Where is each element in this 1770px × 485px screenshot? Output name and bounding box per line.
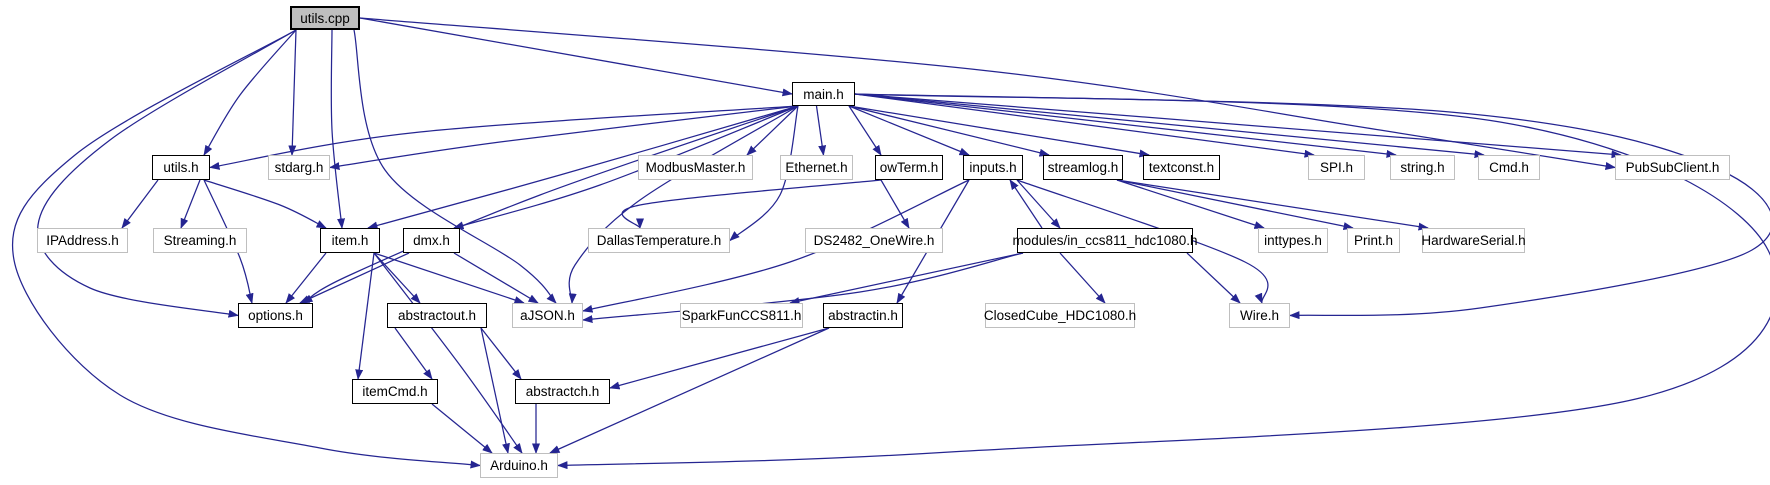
edge-item-h-to-options-h (285, 252, 327, 304)
edge-item-h-to-itemCmd-h (355, 252, 375, 380)
edge-main-h-to-Cmd-h (854, 93, 1485, 159)
edge-dmx-h-to-options-h (299, 252, 410, 304)
edge-main-h-to-Wire-h (854, 93, 1770, 320)
edge-main-h-to-ModbusMaster-h (746, 105, 799, 156)
edge-utils-h-to-item-h (203, 179, 327, 229)
graph-node-ipaddress-h[interactable]: IPAddress.h (37, 228, 128, 253)
graph-node-main-h[interactable]: main.h (792, 82, 855, 106)
edge-streamlog-h-to-HardwareSerial-h (1116, 179, 1429, 231)
edge-main-h-to-SPI-h (854, 93, 1315, 158)
graph-node-utils-h[interactable]: utils.h (152, 155, 210, 180)
graph-node-ajson-h[interactable]: aJSON.h (512, 303, 583, 328)
edge-utils-cpp-to-utils-h (203, 29, 297, 156)
graph-node-options-h[interactable]: options.h (238, 303, 313, 328)
edge-main-h-to-owTerm-h (848, 105, 882, 156)
graph-node-dallastemperature-h[interactable]: DallasTemperature.h (588, 228, 730, 253)
graph-node-string-h[interactable]: string.h (1390, 155, 1455, 180)
graph-node-pubsubclient-h[interactable]: PubSubClient.h (1615, 155, 1730, 180)
graph-node-arduino-h[interactable]: Arduino.h (480, 453, 558, 478)
graph-node-abstractch-h[interactable]: abstractch.h (515, 379, 610, 404)
graph-node-streamlog-h[interactable]: streamlog.h (1043, 155, 1123, 180)
graph-node-modbusmaster-h[interactable]: ModbusMaster.h (638, 155, 753, 180)
edge-abstractin-h-to-abstractch-h (609, 327, 830, 390)
edge-streamlog-h-to-inttypes-h (1116, 179, 1265, 229)
edge-utils-cpp-to-Arduino-h (12, 29, 481, 469)
edge-inputs-h-to-modules (1016, 179, 1061, 229)
graph-node-utils-cpp[interactable]: utils.cpp (290, 6, 360, 30)
edge-owTerm-h-to-DS2482-OneWire-h (880, 179, 910, 229)
edge-inputs-h-to-Wire-h (1016, 179, 1269, 304)
graph-node-abstractin-h[interactable]: abstractin.h (823, 303, 903, 328)
graph-node-inputs-h[interactable]: inputs.h (963, 155, 1023, 180)
edge-streamlog-h-to-Print-h (1116, 179, 1354, 231)
edge-main-h-to-Ethernet-h (815, 105, 827, 156)
edge-utils-h-to-Streaming-h (180, 179, 201, 229)
graph-node-streaming-h[interactable]: Streaming.h (153, 228, 247, 253)
edge-utils-h-to-options-h (203, 179, 254, 304)
graph-node-owterm-h[interactable]: owTerm.h (875, 155, 943, 180)
graph-node-ds2482-onewire-h[interactable]: DS2482_OneWire.h (805, 228, 943, 253)
graph-node-sparkfunccs811-h[interactable]: SparkFunCCS811.h (680, 303, 803, 328)
graph-node-textconst-h[interactable]: textconst.h (1143, 155, 1220, 180)
edge-utils-cpp-to-aJSON-h (353, 29, 557, 304)
graph-node-modules[interactable]: modules/in_ccs811_hdc1080.h (1012, 228, 1198, 253)
edge-main-h-to-textconst-h (848, 105, 1150, 158)
edge-modules-to-inputs-h (1009, 179, 1043, 229)
edge-utils-cpp-to-stdarg-h (288, 29, 297, 156)
graph-node-inttypes-h[interactable]: inttypes.h (1258, 228, 1328, 253)
graph-node-print-h[interactable]: Print.h (1347, 228, 1400, 253)
edge-modules-to-ClosedCube-HDC1080-h (1059, 252, 1106, 304)
graph-node-itemcmd-h[interactable]: itemCmd.h (352, 379, 438, 404)
edge-utils-cpp-to-options-h (37, 29, 297, 318)
graph-node-abstractout-h[interactable]: abstractout.h (387, 303, 487, 328)
edge-owTerm-h-to-DallasTemperature-h (621, 179, 882, 229)
edge-main-h-to-item-h (367, 105, 799, 230)
edge-main-h-to-PubSubClient-h (854, 93, 1622, 159)
edge-abstractout-h-to-itemCmd-h (394, 327, 433, 380)
edge-modules-to-Wire-h (1186, 252, 1241, 304)
edge-utils-h-to-IPAddress-h (121, 179, 159, 229)
edge-main-h-to-stdarg-h (329, 105, 799, 171)
graph-node-stdarg-h[interactable]: stdarg.h (268, 155, 330, 180)
edge-main-h-to-dmx-h (453, 105, 799, 230)
edge-item-h-to-abstractout-h (373, 252, 421, 304)
graph-node-hardwareserial-h[interactable]: HardwareSerial.h (1421, 228, 1526, 253)
edge-dmx-h-to-aJSON-h (453, 252, 539, 304)
edge-abstractout-h-to-abstractch-h (480, 327, 522, 380)
edge-main-h-to-streamlog-h (848, 105, 1050, 157)
edge-abstractout-h-to-Arduino-h (480, 327, 510, 454)
graph-node-closedcube-hdc1080-h[interactable]: ClosedCube_HDC1080.h (984, 303, 1136, 328)
edge-utils-cpp-to-item-h (330, 29, 346, 229)
edge-main-h-to-options-h (302, 105, 799, 304)
graph-node-dmx-h[interactable]: dmx.h (403, 228, 460, 253)
edge-main-h-to-Arduino-h (557, 93, 1770, 470)
edge-utils-cpp-to-PubSubClient-h (359, 17, 1616, 170)
edge-itemCmd-h-to-Arduino-h (431, 403, 493, 454)
graph-node-item-h[interactable]: item.h (320, 228, 380, 253)
edge-modules-to-SparkFunCCS811-h (789, 252, 1024, 305)
graph-node-spi-h[interactable]: SPI.h (1308, 155, 1365, 180)
edge-main-h-to-utils-h (209, 105, 799, 170)
edge-item-h-to-aJSON-h (373, 252, 525, 304)
graph-node-cmd-h[interactable]: Cmd.h (1478, 155, 1540, 180)
edge-main-h-to-string-h (854, 93, 1397, 158)
edge-utils-cpp-to-main-h (359, 17, 793, 97)
edge-abstractin-h-to-Arduino-h (549, 327, 830, 454)
edge-inputs-h-to-aJSON-h (582, 179, 970, 313)
edge-modules-to-aJSON-h (582, 252, 1024, 324)
edge-main-h-to-inputs-h (848, 105, 970, 156)
edge-main-h-to-aJSON-h (568, 105, 799, 304)
edge-item-h-to-Arduino-h (373, 252, 523, 454)
edge-main-h-to-DallasTemperature-h (729, 105, 799, 242)
graph-node-wire-h[interactable]: Wire.h (1229, 303, 1290, 328)
graph-node-ethernet-h[interactable]: Ethernet.h (780, 155, 853, 180)
